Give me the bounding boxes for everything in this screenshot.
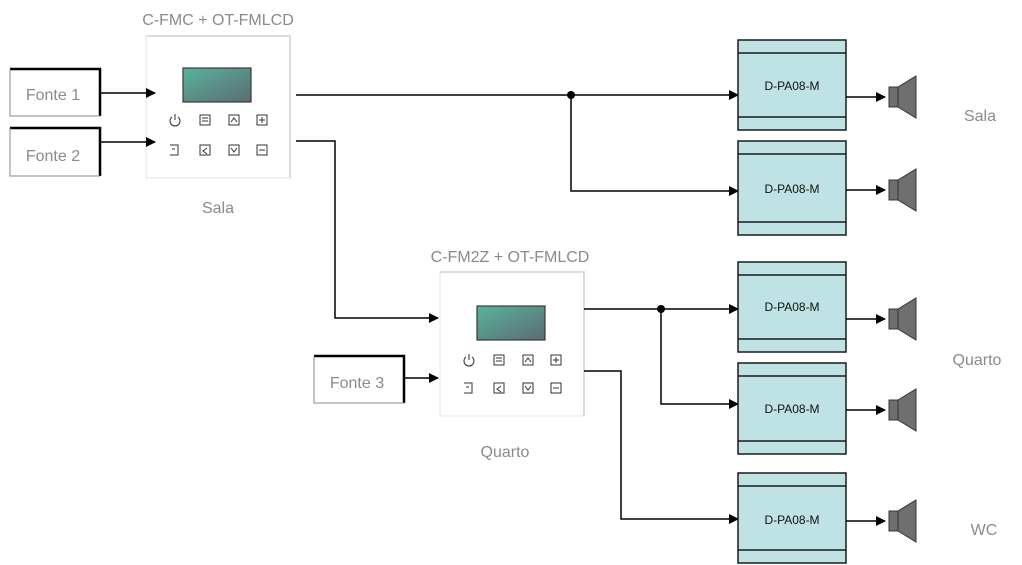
zone-label-wc: WC (971, 522, 998, 539)
controller-sala-room: Sala (202, 200, 234, 217)
speaker-icon (888, 388, 917, 432)
source-fonte-1: Fonte 1 (9, 67, 102, 117)
wire-quarto-to-amp-5 (584, 370, 739, 524)
speaker-icon (888, 499, 917, 543)
menu-icon (199, 114, 211, 126)
speaker-icon (888, 75, 917, 119)
amplifier: D-PA08-M (737, 39, 847, 131)
amplifier-label: D-PA08-M (764, 513, 819, 527)
amplifier: D-PA08-M (737, 472, 847, 564)
down-icon (228, 144, 240, 156)
controller-quarto-room: Quarto (481, 444, 530, 461)
zone-label-sala: Sala (964, 108, 996, 125)
back-icon (493, 382, 505, 394)
amplifier-label: D-PA08-M (764, 300, 819, 314)
wire-sala-to-quarto (296, 140, 439, 323)
lcd-display (476, 305, 546, 341)
source-label-1: Fonte 1 (26, 87, 80, 104)
junction-dot (657, 305, 665, 313)
source-label-2: Fonte 2 (26, 148, 80, 165)
minus-icon (256, 144, 268, 156)
speaker-icon (888, 168, 917, 212)
junction-dot (567, 91, 575, 99)
amplifier: D-PA08-M (737, 261, 847, 353)
plus-icon (550, 354, 562, 366)
power-icon (169, 114, 181, 127)
source-fonte-3: Fonte 3 (313, 354, 406, 404)
wire-sala-to-amp-2 (570, 95, 739, 196)
controller-sala-model: C-FMC + OT-FMLCD (142, 12, 294, 29)
wiring (100, 88, 739, 524)
controller-panel-sala (145, 35, 291, 179)
plus-icon (256, 114, 268, 126)
zone-label-quarto: Quarto (953, 352, 1002, 369)
back-icon (199, 144, 211, 156)
minus-icon (550, 382, 562, 394)
speaker-icon (888, 297, 917, 341)
amplifier: D-PA08-M (737, 140, 847, 236)
wire-quarto-to-amp-4 (660, 309, 739, 409)
amplifier-label: D-PA08-M (764, 79, 819, 93)
up-icon (522, 354, 534, 366)
controller-quarto-model: C-FM2Z + OT-FMLCD (431, 249, 590, 266)
amplifier-label: D-PA08-M (764, 182, 819, 196)
source-fonte-2: Fonte 2 (9, 126, 102, 177)
lcd-display (182, 67, 252, 103)
amplifier-label: D-PA08-M (764, 402, 819, 416)
menu-icon (493, 354, 505, 366)
up-icon (228, 114, 240, 126)
source-label-3: Fonte 3 (330, 375, 384, 392)
source-icon (464, 382, 473, 394)
controller-panel-quarto (439, 271, 585, 417)
amplifier: D-PA08-M (737, 362, 847, 455)
power-icon (463, 354, 475, 367)
down-icon (522, 382, 534, 394)
source-icon (170, 144, 179, 156)
